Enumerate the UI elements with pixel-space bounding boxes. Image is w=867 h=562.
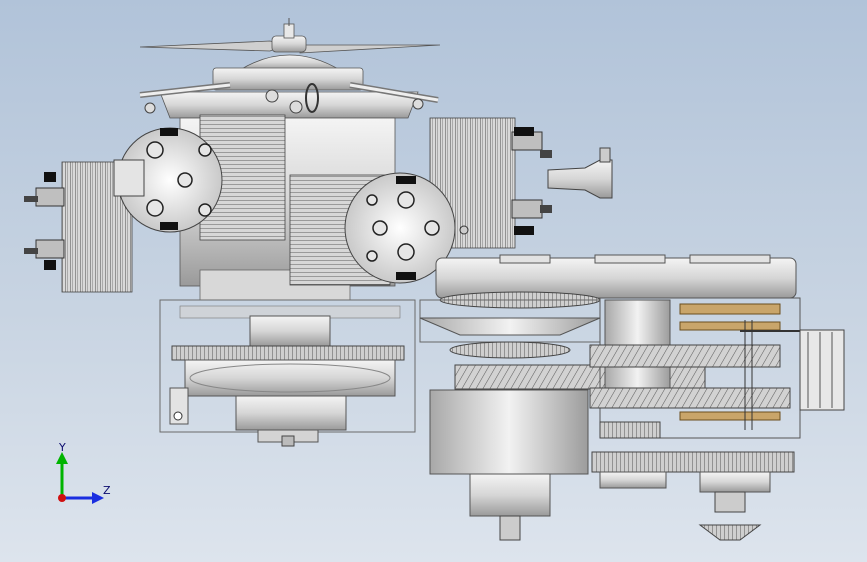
gearbox[interactable] bbox=[589, 297, 845, 439]
y-axis-label: Y bbox=[59, 441, 66, 454]
z-axis-label: Z bbox=[103, 484, 111, 497]
right-cylinder[interactable] bbox=[429, 117, 613, 249]
crankcase-dome[interactable] bbox=[139, 54, 439, 119]
axis-triad-icon bbox=[56, 452, 104, 504]
output-drum[interactable] bbox=[429, 389, 589, 541]
belt-drive[interactable] bbox=[419, 254, 797, 390]
propeller[interactable] bbox=[139, 18, 441, 54]
right-cylinder-head[interactable] bbox=[289, 172, 469, 286]
view-orientation-triad: Y Z bbox=[40, 440, 120, 510]
bevel-gear-output[interactable] bbox=[591, 451, 795, 541]
left-reduction-housing[interactable] bbox=[159, 299, 416, 447]
left-cylinder-head[interactable] bbox=[113, 114, 286, 241]
